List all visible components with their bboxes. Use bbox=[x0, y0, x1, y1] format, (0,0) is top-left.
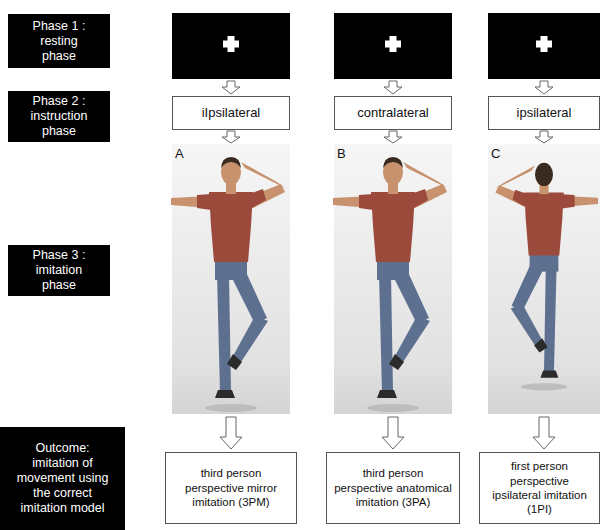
outcome-label: Outcome: imitation of movement using the… bbox=[0, 427, 125, 530]
node-text: first person perspective ipsilateral imi… bbox=[485, 459, 594, 517]
avatar-panel bbox=[488, 144, 600, 414]
fixation-cross bbox=[536, 36, 552, 52]
node-text: third person perspective anatomical imit… bbox=[332, 466, 454, 509]
phase-label: Phase 3 : imitation phase bbox=[8, 245, 110, 296]
avatar-back bbox=[495, 163, 598, 391]
outcome-box: first person perspective ipsilateral imi… bbox=[479, 452, 600, 524]
down-arrow bbox=[222, 131, 553, 143]
fixation-cross bbox=[223, 36, 239, 52]
phase-label: Phase 1 : resting phase bbox=[8, 14, 110, 68]
node-text: Phase 1 : resting phase bbox=[22, 19, 96, 64]
avatar-front bbox=[171, 157, 285, 412]
outcome-box: third person perspective mirror imitatio… bbox=[165, 452, 297, 524]
instruction-box: contralateral bbox=[334, 96, 452, 130]
node-text: ipsilateral bbox=[517, 105, 572, 121]
node-text: Outcome: imitation of movement using the… bbox=[14, 441, 111, 516]
instruction-box: ipsilateral bbox=[488, 96, 600, 130]
down-arrow bbox=[222, 81, 553, 94]
rest-screen bbox=[172, 13, 290, 79]
avatar-panel bbox=[172, 144, 290, 414]
panel-letter: A bbox=[175, 147, 184, 160]
rest-screen bbox=[334, 13, 452, 79]
node-text: Phase 2 : instruction phase bbox=[22, 94, 96, 139]
phase-label: Phase 2 : instruction phase bbox=[8, 91, 110, 142]
avatar-panel bbox=[334, 144, 452, 414]
panel-letter: C bbox=[491, 147, 500, 160]
down-arrow bbox=[220, 417, 555, 449]
node-text: third person perspective mirror imitatio… bbox=[171, 466, 291, 509]
node-text: contralateral bbox=[357, 105, 429, 121]
fixation-cross bbox=[385, 36, 401, 52]
instruction-box: iIpsilateral bbox=[172, 96, 290, 130]
panel-letter: B bbox=[337, 147, 346, 160]
outcome-box: third person perspective anatomical imit… bbox=[326, 452, 460, 524]
node-text: Phase 3 : imitation phase bbox=[22, 248, 96, 293]
avatar-front bbox=[333, 157, 447, 412]
node-text: iIpsilateral bbox=[202, 105, 261, 121]
rest-screen bbox=[488, 13, 600, 79]
